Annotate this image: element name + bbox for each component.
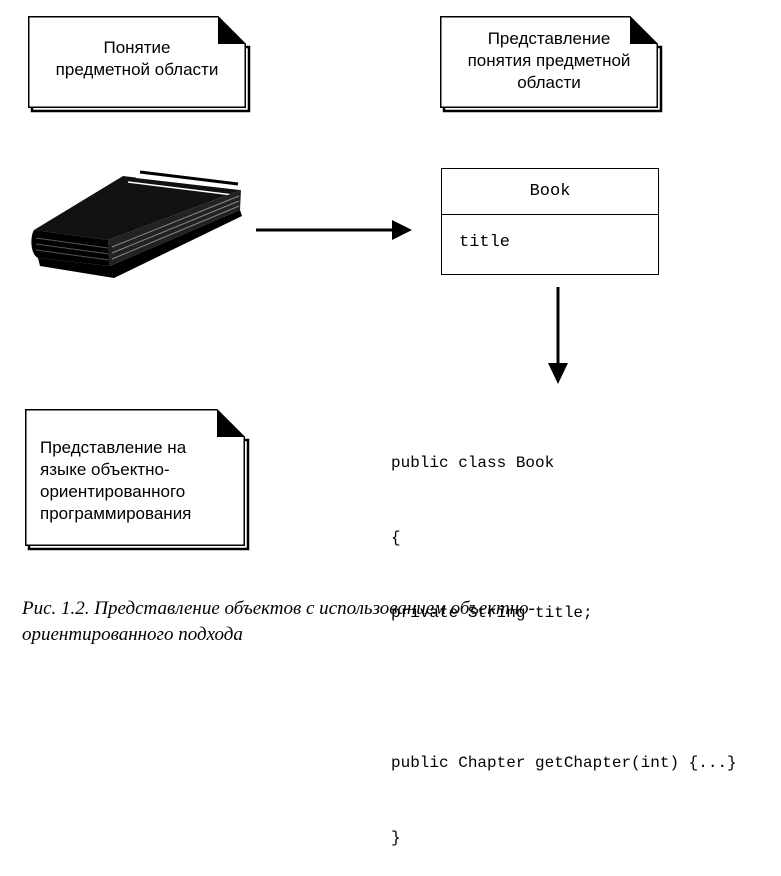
uml-class-attribute: title xyxy=(459,233,511,252)
note-concept-representation-line: области xyxy=(517,73,581,92)
note-concept-representation: Представление понятия предметной области xyxy=(440,16,663,113)
note-oop-representation-line: Представление на xyxy=(40,438,187,457)
note-domain-concept-line: Понятие xyxy=(103,38,171,57)
note-concept-representation-line: понятия предметной xyxy=(467,51,631,70)
note-domain-concept: Понятие предметной области xyxy=(28,16,251,113)
code-line: } xyxy=(391,829,401,847)
note-oop-representation-line: ориентированного xyxy=(40,482,186,501)
note-domain-concept-line: предметной области xyxy=(55,60,219,79)
code-line xyxy=(391,676,737,701)
code-line: private String title; xyxy=(391,604,593,622)
note-shape xyxy=(25,409,250,551)
note-oop-representation-line: языке объектно- xyxy=(40,460,170,479)
code-line: public class Book xyxy=(391,454,555,472)
code-line: public Chapter getChapter(int) {...} xyxy=(391,754,737,772)
code-line: { xyxy=(391,529,401,547)
note-oop-representation: Представление на языке объектно- ориенти… xyxy=(25,409,250,551)
uml-class-box: Book title xyxy=(441,168,659,275)
down-arrow-icon xyxy=(548,287,568,384)
book-icon xyxy=(31,170,242,278)
figure-caption-line: ориентированного подхода xyxy=(22,624,243,645)
figure-caption: Рис. 1.2. Представление объектов с испол… xyxy=(22,596,762,648)
note-concept-representation-line: Представление xyxy=(487,29,611,48)
figure-caption-line: Рис. 1.2. Представление объектов с испол… xyxy=(22,598,535,619)
right-arrow-icon xyxy=(256,220,412,240)
note-shape xyxy=(440,16,663,113)
note-shape xyxy=(28,16,251,113)
uml-class-name: Book xyxy=(442,169,658,215)
note-oop-representation-line: программирования xyxy=(40,504,192,523)
